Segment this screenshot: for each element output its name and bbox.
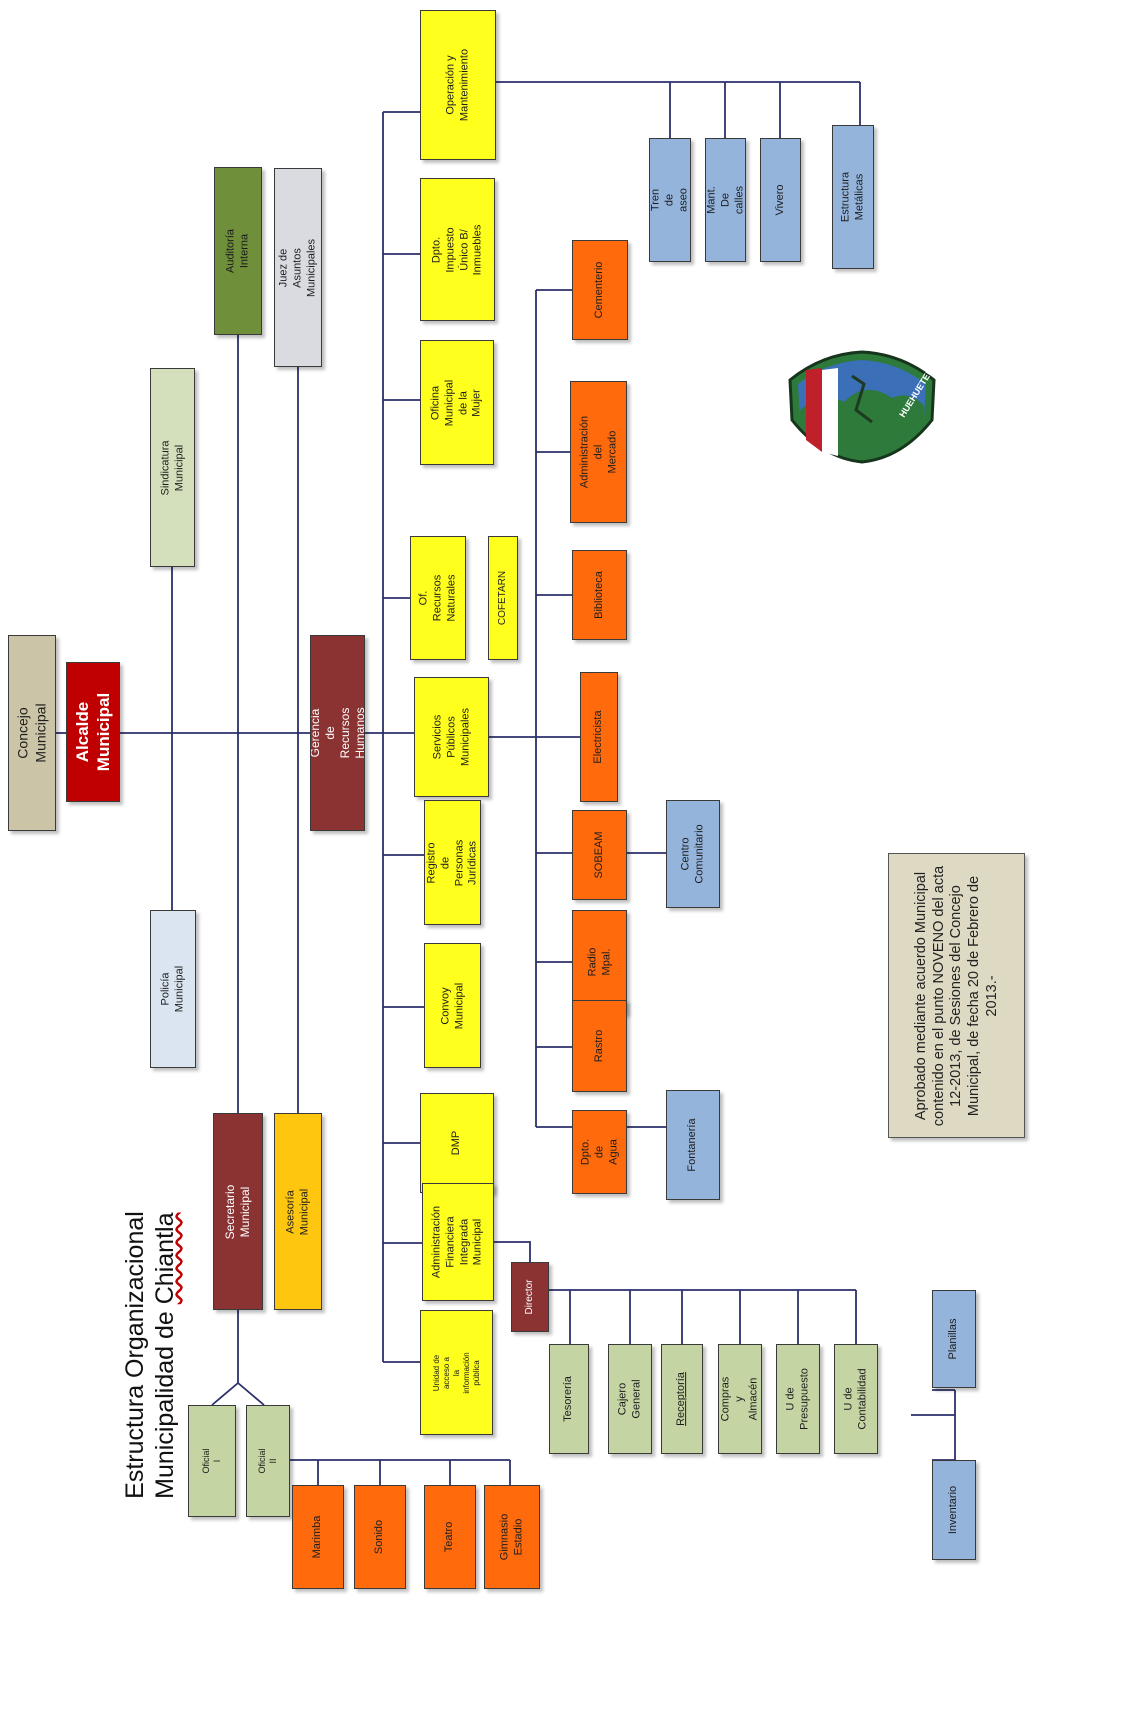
node-asesoria-municipal: Asesoría Municipal <box>274 1113 322 1310</box>
node-inventario: Inventario <box>932 1460 976 1560</box>
municipal-seal-logo: HUEHUETENANGO <box>788 343 942 464</box>
node-teatro: Teatro <box>424 1485 476 1589</box>
node-centro-comunitario: Centro Comunitario <box>666 800 720 908</box>
node-fontaneria: Fontanería <box>666 1090 720 1200</box>
title-municipality-name: Chiantla <box>151 1212 179 1305</box>
node-mantenimiento-calles: Mant. De calles <box>705 138 746 262</box>
node-electricista: Electricista <box>580 672 618 802</box>
node-registro-personas-juridicas: Registro de Personas Jurídicas <box>424 800 481 925</box>
approval-note-text: Aprobado mediante acuerdo Municipal cont… <box>912 865 1000 1126</box>
title-line-1: Estructura Organizacional <box>121 1211 149 1499</box>
node-rastro: Rastro <box>572 1000 627 1092</box>
node-departamento-agua: Dpto. de Agua <box>572 1110 627 1194</box>
node-vivero: Vivero <box>760 138 801 262</box>
node-dmp: DMP <box>420 1093 494 1193</box>
node-biblioteca: Biblioteca <box>572 550 627 640</box>
node-cofetarn: COFETARN <box>488 536 518 660</box>
node-alcalde-municipal: Alcalde Municipal <box>66 662 120 802</box>
node-radio-municipal: Radio Mpal. <box>572 910 627 1014</box>
node-secretario-municipal: Secretario Municipal <box>213 1113 263 1310</box>
node-compras-almacen: Compras y Almacén <box>718 1344 762 1454</box>
node-policia-municipal: Policía Municipal <box>150 910 196 1068</box>
title-line-2: Municipalidad de <box>151 1304 179 1499</box>
node-receptoria: Receptoría <box>661 1344 703 1454</box>
node-estructuras-metalicas: Estructura Metálicas <box>832 125 874 269</box>
node-servicios-publicos: Servicios Públicos Municipales <box>414 677 489 797</box>
node-oficial-2: Oficial II <box>246 1405 290 1517</box>
node-cementerio: Cementerio <box>572 240 628 340</box>
node-concejo-municipal: Concejo Municipal <box>8 635 56 831</box>
node-oficina-municipal-mujer: Oficina Municipal de la Mujer <box>420 340 494 465</box>
node-sonido: Sonido <box>354 1485 406 1589</box>
node-tesoreria: Tesorería <box>549 1344 589 1454</box>
node-oficial-1: Oficial I <box>188 1405 236 1517</box>
node-administracion-mercado: Administración del Mercado <box>570 381 627 523</box>
node-auditoria-interna: Auditoría Interna <box>214 167 262 335</box>
node-gerencia-recursos-humanos: Gerencia de Recursos Humanos <box>310 635 365 831</box>
approval-note: Aprobado mediante acuerdo Municipal cont… <box>888 853 1025 1138</box>
node-convoy-municipal: Convoy Municipal <box>424 943 481 1068</box>
node-operacion-mantenimiento: Operación y Mantenimiento <box>420 10 496 160</box>
node-planillas: Planillas <box>932 1290 976 1388</box>
node-marimba: Marimba <box>292 1485 344 1589</box>
node-unidad-presupuesto: U de Presupuesto <box>776 1344 820 1454</box>
node-recursos-naturales: Of. Recursos Naturales <box>410 536 466 660</box>
node-gimnasio-estadio: Gimnasio Estadio <box>484 1485 540 1589</box>
node-unidad-acceso-informacion: Unidad de acceso a la información públic… <box>420 1310 493 1435</box>
node-unidad-contabilidad: U de Contabilidad <box>834 1344 878 1454</box>
node-impuesto-unico-inmuebles: Dpto. Impuesto Único B/ Inmuebles <box>420 178 495 321</box>
node-administracion-financiera: Administración Financiera Integrada Muni… <box>422 1183 494 1301</box>
node-sobeam: SOBEAM <box>572 810 627 900</box>
node-director: Director <box>511 1262 549 1332</box>
node-tren-de-aseo: Tren de aseo <box>649 138 691 262</box>
node-cajero-general: Cajero General <box>608 1344 652 1454</box>
node-juez-asuntos-municipales: Juez de Asuntos Municipales <box>274 168 322 367</box>
chart-title: Estructura Organizacional Municipalidad … <box>110 1115 190 1595</box>
node-sindicatura-municipal: Sindicatura Municipal <box>150 368 195 567</box>
